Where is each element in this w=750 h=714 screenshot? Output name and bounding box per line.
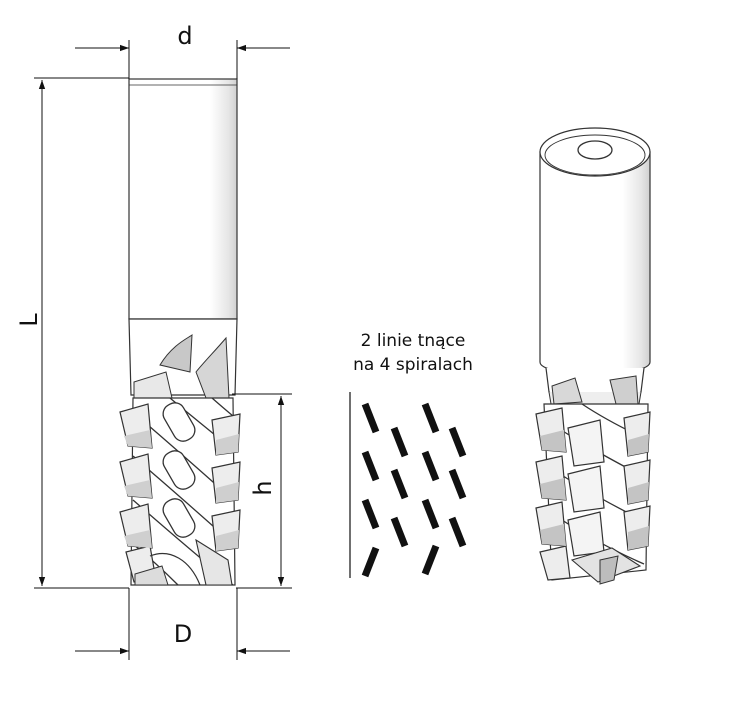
dim-label-h: h <box>249 480 277 495</box>
shank-body <box>539 151 651 375</box>
dim-label-D: D <box>174 620 192 648</box>
dim-label-d: d <box>177 22 192 50</box>
cutting-lines-scheme <box>349 392 467 578</box>
caption-line-2: na 4 spiralach <box>353 355 473 375</box>
tool-3d-view <box>535 127 651 585</box>
dimension-lines <box>34 40 292 660</box>
cutting-edge-marks <box>361 402 467 578</box>
tool-shank <box>128 78 238 320</box>
tool-side-view <box>119 78 241 586</box>
dim-label-L: L <box>15 313 43 327</box>
caption-line-1: 2 linie tnące <box>361 331 466 351</box>
center-hole <box>577 140 613 160</box>
